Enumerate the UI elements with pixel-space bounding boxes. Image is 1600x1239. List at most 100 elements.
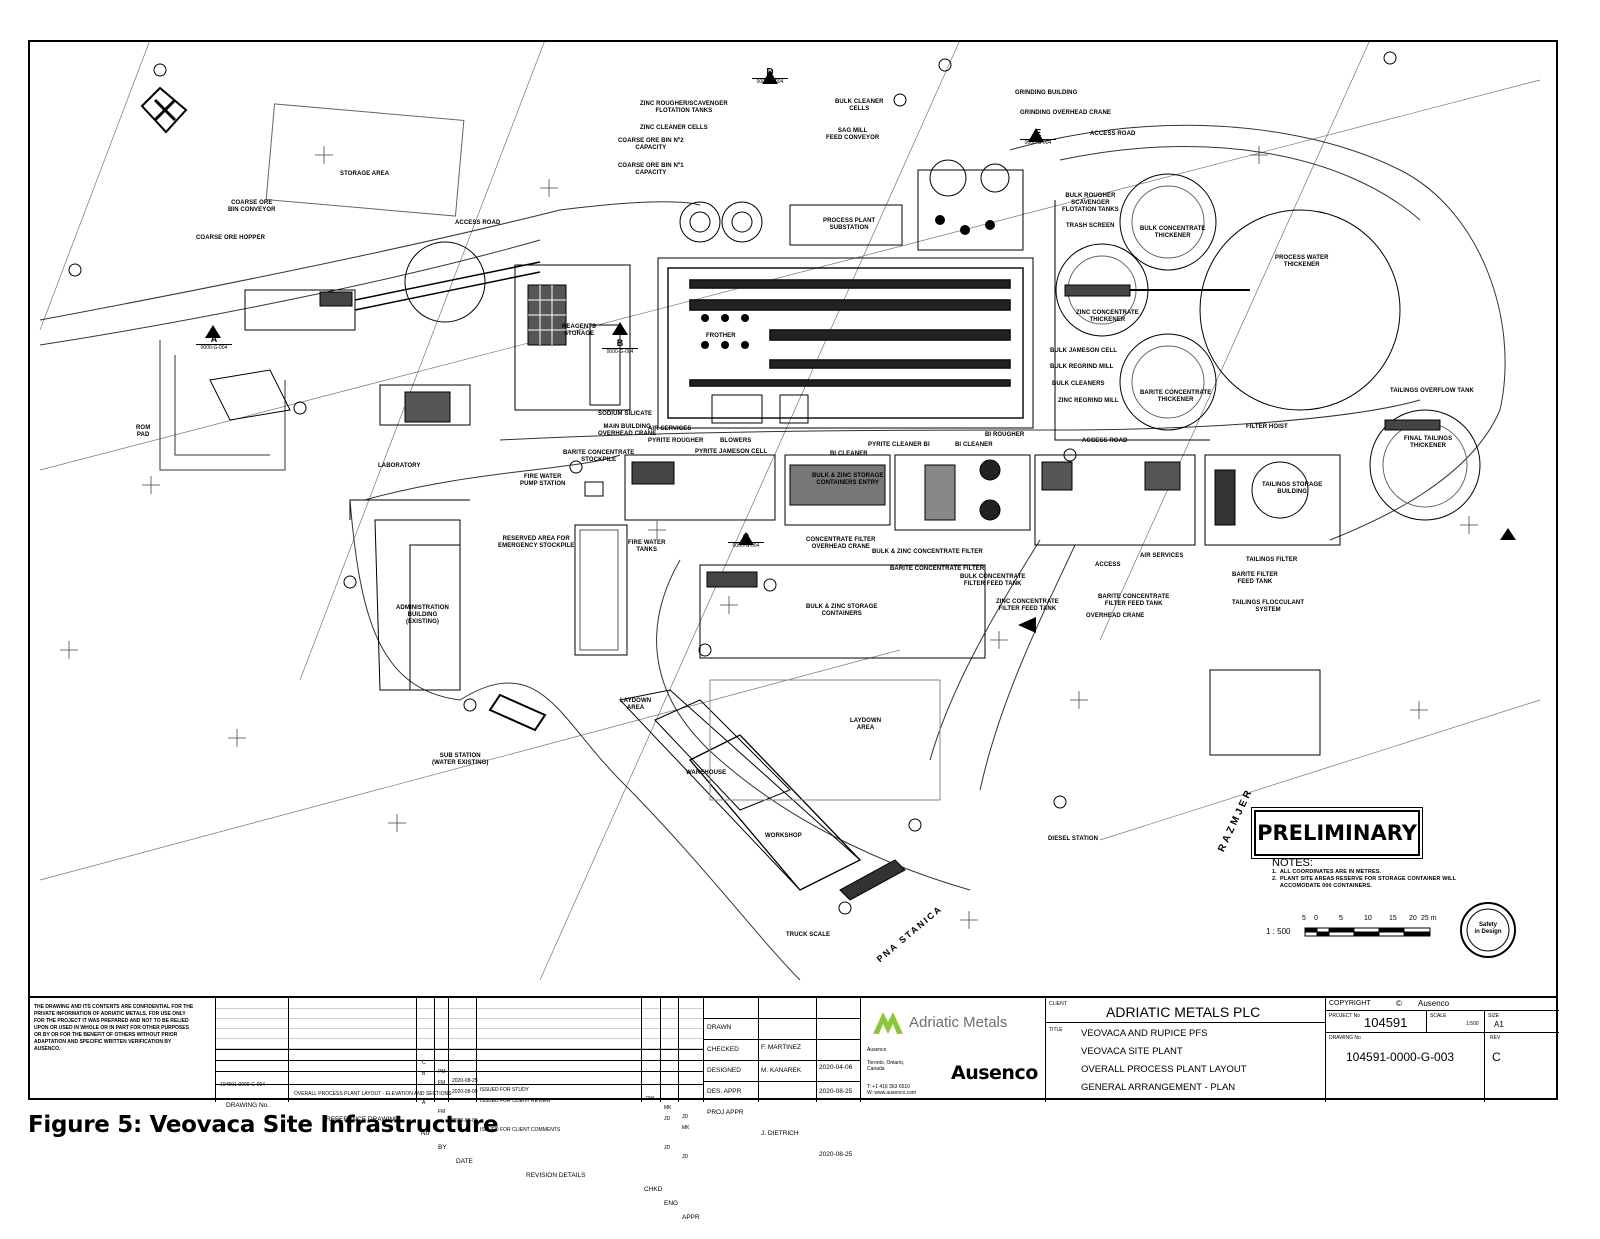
label-trash-screen: TRASH SCREEN bbox=[1066, 223, 1115, 229]
fire-water-area bbox=[574, 481, 628, 656]
access-roads bbox=[39, 124, 1506, 981]
ausenco-address: Toronto, Ontario, Canada bbox=[867, 1060, 905, 1072]
label-barite-filter: BARITE CONCENTRATE FILTER bbox=[890, 566, 985, 572]
revision-table: C PM 2020-08-25 ISSUED FOR STUDY RW MK J… bbox=[215, 998, 704, 1221]
process-building bbox=[657, 159, 1034, 429]
label-diesel-station: DIESEL STATION bbox=[1048, 836, 1099, 842]
revision-header-row: DRAWING No. REFERENCE DRAWING No BY DATE… bbox=[216, 1084, 704, 1221]
label-fire-pump: FIRE WATER PUMP STATION bbox=[520, 474, 566, 487]
label-warehouse: WAREHOUSE bbox=[686, 770, 727, 776]
sign-row: DES. APPR bbox=[704, 1060, 861, 1095]
label-barite-feed: BARITE CONCENTRATE FILTER FEED TANK bbox=[1098, 594, 1170, 607]
site-layout-drawing bbox=[39, 40, 1541, 981]
north-arrow bbox=[140, 86, 188, 134]
label-process-water: PROCESS WATER THICKENER bbox=[1275, 255, 1329, 268]
label-rom-pad: ROM PAD bbox=[136, 425, 151, 438]
adriatic-metals-logo-icon bbox=[873, 1012, 903, 1034]
label-admin-building: ADMINISTRATION BUILDING (EXISTING) bbox=[396, 605, 449, 625]
title-block: THE DRAWING AND ITS CONTENTS ARE CONFIDE… bbox=[28, 996, 1559, 1221]
label-flocculant: TAILINGS FLOCCULANT SYSTEM bbox=[1232, 600, 1305, 613]
label-bulk-cleaner: BULK CLEANER CELLS bbox=[835, 99, 884, 112]
scale-tick: 20 bbox=[1409, 915, 1417, 922]
note-item: 1. ALL COORDINATES ARE IN METRES. bbox=[1272, 869, 1382, 875]
logo-block: Adriatic Metals Ausenco Toronto, Ontario… bbox=[860, 998, 1046, 1102]
copyright-symbol: © bbox=[1396, 999, 1402, 1008]
label-final-tailings: FINAL TAILINGS THICKENER bbox=[1404, 436, 1453, 449]
label-access-road-3: ACCESS ROAD bbox=[1082, 438, 1128, 444]
label-coarse-bin-2: COARSE ORE BIN Nº2 CAPACITY bbox=[618, 138, 684, 151]
coordinate-grid bbox=[39, 40, 1541, 981]
section-marker-c: C 0000-G-004 bbox=[728, 532, 764, 549]
label-zinc-thickener: ZINC CONCENTRATE THICKENER bbox=[1076, 310, 1139, 323]
label-coarse-hopper: COARSE ORE HOPPER bbox=[196, 235, 266, 241]
label-bulk-zinc-storage: BULK & ZINC STORAGE CONTAINERS ENTRY bbox=[812, 473, 884, 486]
storage-area-outline bbox=[265, 103, 465, 217]
label-tailings-overflow: TAILINGS OVERFLOW TANK bbox=[1390, 388, 1474, 394]
notes-block: NOTES: 1. ALL COORDINATES ARE IN METRES.… bbox=[1272, 857, 1462, 890]
warehouse-workshop bbox=[488, 679, 941, 901]
label-sodium-silicate: SODIUM SILICATE bbox=[598, 411, 653, 417]
label-pyrite-rougher: PYRITE ROUGHER bbox=[648, 438, 704, 444]
sign-row: DESIGNED bbox=[704, 1039, 861, 1074]
client-label: CLIENT bbox=[1049, 1001, 1067, 1007]
label-coarse-bin-1: COARSE ORE BIN Nº1 CAPACITY bbox=[618, 163, 684, 176]
sign-off-block: DRAWN F. MARTINEZ 2020-04-06 CHECKED M. … bbox=[703, 998, 861, 1158]
label-coarse-conveyor: COARSE ORE BIN CONVEYOR bbox=[228, 200, 276, 213]
label-pyrite-jameson: PYRITE JAMESON CELL bbox=[695, 449, 768, 455]
sign-row: CHECKED M. KANAREK 2020-08-25 bbox=[704, 1018, 861, 1095]
drawing-number: 104591-0000-G-003 bbox=[1346, 1050, 1455, 1064]
safety-badge-graphic bbox=[1460, 902, 1516, 958]
label-air-services: AIR SERVICES bbox=[648, 426, 692, 432]
label-truck-scale: TRUCK SCALE bbox=[786, 932, 831, 938]
confidential-note: THE DRAWING AND ITS CONTENTS ARE CONFIDE… bbox=[34, 1004, 194, 1052]
ausenco-small: Ausenco bbox=[867, 1047, 887, 1053]
label-tailings-filter: TAILINGS FILTER bbox=[1246, 557, 1298, 563]
label-main-building: MAIN BUILDING OVERHEAD CRANE bbox=[598, 424, 657, 437]
label-workshop: WORKSHOP bbox=[765, 833, 802, 839]
drawing-label: DRAWING No bbox=[1329, 1035, 1361, 1041]
thickeners bbox=[1054, 173, 1481, 521]
scale-tick: 25 m bbox=[1421, 915, 1437, 922]
label-access: ACCESS bbox=[1095, 562, 1121, 568]
notes-heading: NOTES: bbox=[1272, 857, 1313, 869]
label-access-road-2: ACCESS ROAD bbox=[455, 220, 501, 226]
scale-tick: 15 bbox=[1389, 915, 1397, 922]
client-name: ADRIATIC METALS PLC bbox=[1106, 1004, 1261, 1020]
label-barite-stockpile: BARITE CONCENTRATE STOCKPILE bbox=[563, 450, 635, 463]
label-filter-hoist: FILTER HOIST bbox=[1246, 424, 1288, 430]
label-substation: PROCESS PLANT SUBSTATION bbox=[823, 218, 876, 231]
label-bz-filter: BULK & ZINC CONCENTRATE FILTER bbox=[872, 549, 983, 555]
label-zinc-regrind: ZINC REGRIND MILL bbox=[1058, 398, 1119, 404]
diesel-station-box bbox=[1209, 669, 1321, 756]
section-marker-e: E 0000-G-004 bbox=[1020, 128, 1056, 146]
ausenco-logo: Ausenco bbox=[951, 1062, 1038, 1084]
scale-ticks: 5 0 5 10 15 20 25 m bbox=[1302, 915, 1443, 922]
preliminary-stamp: PRELIMINARY bbox=[1251, 807, 1423, 859]
size-label: SIZE bbox=[1488, 1013, 1500, 1019]
sign-row: PROJ APPR J. DIETRICH 2020-08-25 bbox=[707, 1109, 853, 1158]
label-bi-cleaner: BI CLEANER bbox=[955, 442, 993, 448]
section-marker-a: A 0000-G-004 bbox=[196, 334, 232, 351]
scale-label: SCALE bbox=[1430, 1013, 1447, 1019]
scale-value: 1:500 bbox=[1466, 1021, 1479, 1027]
ausenco-contact: T: +1 416 363 6510 W: www.ausenco.com bbox=[867, 1084, 917, 1096]
label-blowers: BLOWERS bbox=[720, 438, 752, 444]
title-line: VEOVACA AND RUPICE PFS bbox=[1081, 1028, 1208, 1039]
coarse-ore-area bbox=[209, 241, 541, 426]
label-laboratory: LABORATORY bbox=[378, 463, 421, 469]
label-zinc-rougher: ZINC ROUGHER/SCAVENGER FLOTATION TANKS bbox=[640, 101, 728, 114]
project-label: PROJECT No bbox=[1329, 1013, 1361, 1019]
label-bulk-feed-tank: BULK CONCENTRATE FILTER FEED TANK bbox=[960, 574, 1026, 587]
grid-crosses bbox=[60, 146, 1478, 929]
adriatic-metals-wordmark: Adriatic Metals bbox=[909, 1014, 1008, 1031]
label-access-road-top: ACCESS ROAD bbox=[1090, 131, 1136, 137]
rev-label: REV bbox=[1490, 1035, 1501, 1041]
grid-markers bbox=[68, 51, 1397, 915]
drawing-number-block: COPYRIGHT © Ausenco PROJECT No 104591 SC… bbox=[1325, 998, 1559, 1102]
scale-tick: 10 bbox=[1364, 915, 1372, 922]
label-bulk-regrind: BULK REGRIND MILL bbox=[1050, 364, 1114, 370]
label-bulk-thickener: BULK CONCENTRATE THICKENER bbox=[1140, 226, 1206, 239]
label-air-services-2: AIR SERVICES bbox=[1140, 553, 1184, 559]
label-bulk-jameson: BULK JAMESON CELL bbox=[1050, 348, 1118, 354]
figure-caption: Figure 5: Veovaca Site Infrastructure bbox=[28, 1112, 499, 1138]
